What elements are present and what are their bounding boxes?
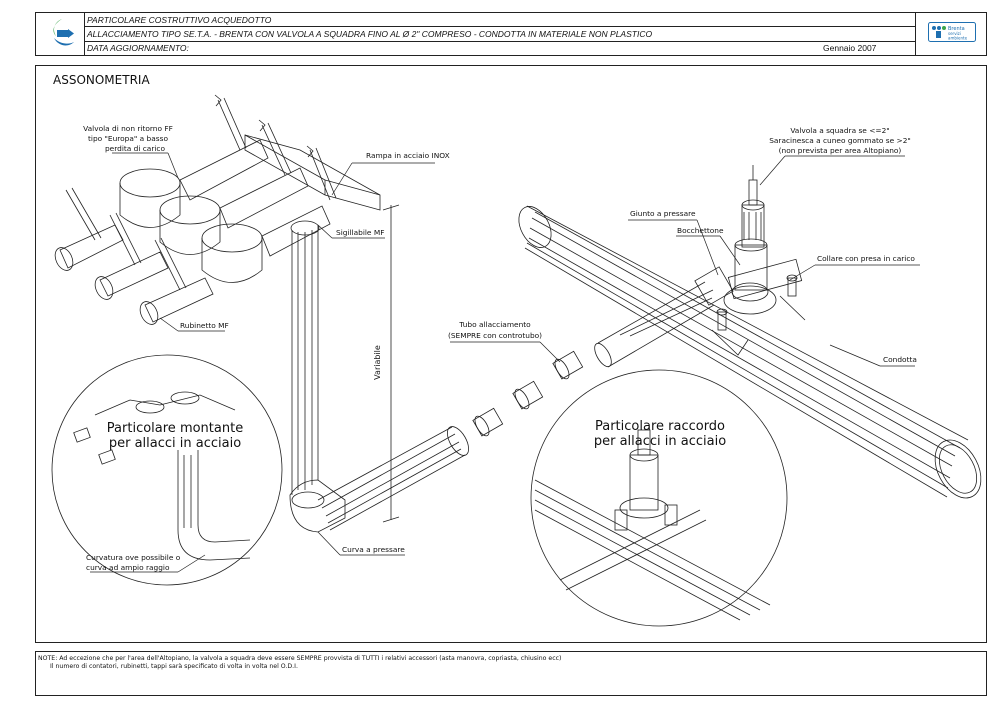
note-line-2: Il numero di contatori, rubinetti, tappi… (50, 663, 298, 670)
label-valvola-ritorno-3: perdita di carico (104, 144, 166, 153)
header-subtitle: ALLACCIAMENTO TIPO SE.T.A. - BRENTA CON … (87, 29, 653, 39)
notes-frame (35, 651, 987, 696)
svg-text:ambiente: ambiente (948, 36, 968, 41)
title-particolare-montante-2: per allacci in acciaio (108, 436, 242, 451)
header-divider-left (84, 12, 85, 56)
label-tubo-allacciamento-2: (SEMPRE con controtubo) (447, 331, 543, 340)
header-row-line-2 (84, 41, 915, 42)
title-particolare-montante-1: Particolare montante (106, 421, 244, 436)
label-rubinetto: Rubinetto MF (180, 321, 229, 330)
label-curvatura-2: curva ad ampio raggio (86, 563, 170, 572)
title-particolare-raccordo-1: Particolare raccordo (594, 419, 726, 434)
label-valvola-squadra-2: Saracinesca a cuneo gommato se >2" (769, 136, 911, 145)
label-valvola-ritorno-2: tipo "Europa" a basso (88, 134, 168, 143)
company-logo-icon (48, 18, 76, 50)
label-variabile: Variabile (372, 345, 382, 380)
label-sigillabile: Sigillabile MF (336, 228, 385, 237)
label-valvola-ritorno-1: Valvola di non ritorno FF (83, 124, 173, 133)
label-collare: Collare con presa in carico (817, 254, 915, 263)
drawing-frame (35, 65, 987, 643)
title-particolare-raccordo-2: per allacci in acciaio (593, 434, 727, 449)
label-curvatura-1: Curvatura ove possibile o (86, 553, 181, 562)
label-condotta: Condotta (883, 355, 917, 364)
label-valvola-squadra-3: (non prevista per area Altopiano) (778, 146, 902, 155)
header-divider-right (915, 12, 916, 56)
header-frame (35, 12, 987, 56)
label-curva: Curva a pressare (342, 545, 405, 554)
label-tubo-allacciamento-1: Tubo allacciamento (459, 320, 531, 329)
header-title: PARTICOLARE COSTRUTTIVO ACQUEDOTTO (87, 15, 272, 25)
svg-text:servizi: servizi (948, 31, 961, 36)
header-row-line-1 (84, 26, 915, 27)
label-rampa: Rampa in acciaio INOX (366, 151, 450, 160)
section-title: ASSONOMETRIA (53, 73, 150, 87)
label-valvola-squadra-1: Valvola a squadra se <=2" (790, 126, 890, 135)
header-date-label: DATA AGGIORNAMENTO: (87, 43, 189, 53)
svg-text:Brenta: Brenta (948, 26, 965, 32)
header-date-value: Gennaio 2007 (823, 43, 877, 53)
note-line-1: NOTE: Ad eccezione che per l'area dell'A… (38, 655, 562, 662)
label-giunto: Giunto a pressare (630, 209, 696, 218)
seta-logo-icon: Brenta servizi ambiente (928, 22, 976, 42)
label-bocchettone: Bocchettone (677, 226, 724, 235)
